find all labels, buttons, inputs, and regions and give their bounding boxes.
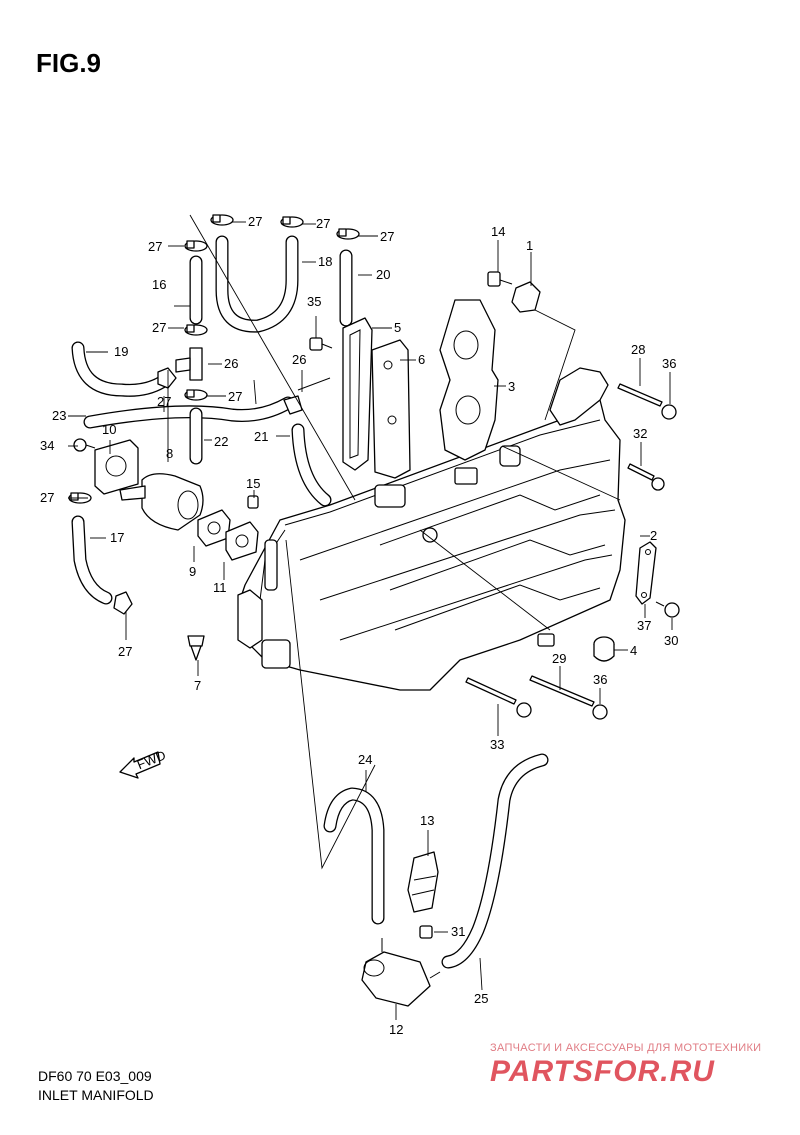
callout-22: 22 [214, 434, 228, 449]
fwd-label: FWD [135, 747, 168, 772]
callout-8: 8 [166, 446, 173, 461]
callout-29: 29 [552, 651, 566, 666]
hose-24 [323, 787, 385, 925]
bolt-28 [617, 383, 677, 420]
section-name: INLET MANIFOLD [38, 1087, 154, 1103]
fwd-arrow-icon: FWD [119, 747, 168, 779]
fuel-filter-12 [361, 938, 441, 1007]
clip-27-c [336, 228, 360, 240]
callout-26-a: 26 [224, 356, 238, 371]
bolt-14 [487, 271, 513, 287]
bolt-32 [627, 463, 665, 491]
callout-13: 13 [420, 813, 434, 828]
collar-4 [593, 636, 615, 662]
callout-27-f: 27 [228, 389, 242, 404]
callout-25: 25 [474, 991, 488, 1006]
callout-23: 23 [52, 408, 66, 423]
hose-25 [441, 753, 549, 969]
callout-3: 3 [508, 379, 515, 394]
bolt-30 [655, 601, 680, 618]
callout-17: 17 [110, 530, 124, 545]
callout-36-b: 36 [593, 672, 607, 687]
callout-20: 20 [376, 267, 390, 282]
callout-14: 14 [491, 224, 505, 239]
model-code: DF60 70 E03_009 [38, 1068, 152, 1084]
watermark-tagline: ЗАПЧАСТИ И АКСЕССУАРЫ ДЛЯ МОТОТЕХНИКИ [490, 1042, 762, 1054]
callout-6: 6 [418, 352, 425, 367]
gasket-9 [197, 509, 231, 547]
gasket-3 [439, 299, 499, 461]
plate-5 [342, 317, 373, 471]
figure-title: FIG.9 [36, 48, 102, 78]
callout-34: 34 [40, 438, 54, 453]
valve-8 [119, 473, 204, 531]
callout-12: 12 [389, 1022, 403, 1037]
callout-19: 19 [114, 344, 128, 359]
callout-16: 16 [152, 277, 166, 292]
bolt-34 [73, 438, 96, 452]
watermark-logo: PARTSFOR.RU [490, 1055, 715, 1088]
hose-17 [71, 515, 113, 605]
callout-9: 9 [189, 564, 196, 579]
bolt-33 [465, 677, 532, 718]
leader-lines [68, 214, 673, 1020]
clip-27-a [210, 214, 234, 226]
plug-7 [187, 635, 205, 661]
bolt-31 [419, 925, 433, 939]
pin-15 [247, 495, 259, 509]
bolt-29 [529, 675, 608, 720]
callout-21: 21 [254, 429, 268, 444]
callout-36-a: 36 [662, 356, 676, 371]
callout-27-h: 27 [40, 490, 54, 505]
bracket-1 [511, 281, 541, 313]
callout-27-d: 27 [148, 239, 162, 254]
hose-21 [291, 423, 332, 507]
joint-26-b [283, 377, 331, 415]
callout-27-a: 27 [248, 214, 262, 229]
callout-31: 31 [451, 924, 465, 939]
clip-27-f [184, 389, 208, 401]
clip-27-i [113, 591, 133, 615]
callout-7: 7 [194, 678, 201, 693]
callout-11: 11 [213, 580, 227, 595]
callout-27-b: 27 [316, 216, 330, 231]
callout-27-e: 27 [152, 320, 166, 335]
hose-23 [83, 396, 295, 429]
callout-26-b: 26 [292, 352, 306, 367]
bolt-35 [309, 337, 333, 351]
callout-27-i: 27 [118, 644, 132, 659]
callout-labels: 1 2 3 4 5 6 7 8 9 10 11 12 13 14 15 16 1… [40, 214, 678, 1037]
clip-27-g [157, 367, 177, 389]
callout-35: 35 [307, 294, 321, 309]
callout-1: 1 [526, 238, 533, 253]
hose-19 [71, 341, 169, 397]
callout-32: 32 [633, 426, 647, 441]
clip-27-e [184, 324, 208, 336]
callout-18: 18 [318, 254, 332, 269]
gasket-6 [371, 339, 411, 479]
callout-27-c: 27 [380, 229, 394, 244]
callout-30: 30 [664, 633, 678, 648]
gasket-10 [94, 439, 139, 495]
gasket-11 [225, 521, 259, 561]
clip-27-b [280, 216, 304, 228]
stay-37 [635, 541, 657, 605]
callout-15: 15 [246, 476, 260, 491]
clamp-13 [407, 851, 439, 913]
callout-4: 4 [630, 643, 637, 658]
callout-33: 33 [490, 737, 504, 752]
hose-18 [215, 235, 299, 333]
callout-10: 10 [102, 422, 116, 437]
callout-37: 37 [637, 618, 651, 633]
callout-2: 2 [650, 528, 657, 543]
callout-24: 24 [358, 752, 372, 767]
joint-26-a [175, 347, 203, 381]
clip-27-d [184, 240, 208, 252]
callout-27-g: 27 [157, 394, 171, 409]
callout-28: 28 [631, 342, 645, 357]
inlet-manifold-body [237, 367, 626, 691]
callout-5: 5 [394, 320, 401, 335]
